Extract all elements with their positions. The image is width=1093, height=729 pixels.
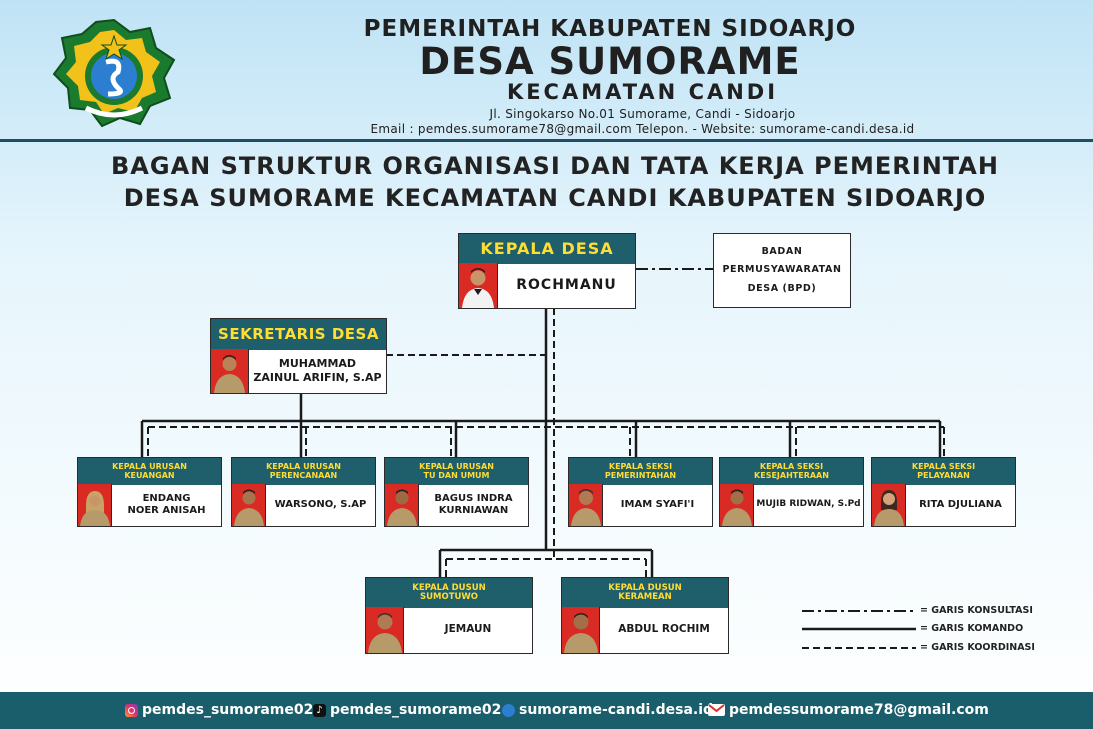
legend-komando: = GARIS KOMANDO bbox=[800, 622, 1090, 638]
node-name-line1: IMAM SYAFI'I bbox=[620, 498, 695, 510]
node-title: SEKRETARIS DESA bbox=[211, 319, 386, 350]
footer-bar: pemdes_sumorame02 ♪ pemdes_sumorame02 su… bbox=[0, 692, 1093, 729]
footer-email[interactable]: pemdessumorame78@gmail.com bbox=[708, 702, 989, 718]
portrait-photo-icon bbox=[385, 484, 419, 526]
chart-title-line1: BAGAN STRUKTUR ORGANISASI DAN TATA KERJA… bbox=[111, 152, 999, 180]
gmail-icon bbox=[708, 704, 725, 716]
node-name-line1: WARSONO, S.AP bbox=[274, 498, 367, 510]
village-logo-icon bbox=[502, 703, 515, 717]
footer-instagram-text: pemdes_sumorame02 bbox=[142, 702, 314, 718]
node-name-line2: KURNIAWAN bbox=[438, 505, 509, 516]
node-name-line1: RITA DJULIANA bbox=[919, 498, 1002, 510]
portrait-photo-icon bbox=[459, 263, 497, 308]
node-title-line1: KEPALA DUSUN bbox=[608, 583, 682, 594]
instagram-icon bbox=[125, 703, 138, 717]
header-divider bbox=[0, 139, 1093, 142]
node-name-line1: MUJIB RIDWAN, S.Pd bbox=[756, 499, 861, 510]
node-name-line2: NOER ANISAH bbox=[127, 505, 206, 516]
node-title: KEPALA DESA bbox=[459, 234, 635, 264]
node-kaur-keuangan: KEPALA URUSAN KEUANGAN ENDANG NOER ANISA… bbox=[77, 457, 222, 527]
node-title-line1: KEPALA URUSAN bbox=[419, 462, 494, 472]
header-village: DESA SUMORAME bbox=[419, 40, 801, 83]
chart-title-line2: DESA SUMORAME KECAMATAN CANDI KABUPATEN … bbox=[123, 184, 987, 212]
node-kadus-keramean: KEPALA DUSUN KERAMEAN ABDUL ROCHIM bbox=[561, 577, 729, 654]
header-contact: Email : pemdes.sumorame78@gmail.com Tele… bbox=[370, 122, 915, 136]
node-title-line1: KEPALA URUSAN bbox=[266, 462, 341, 472]
legend-label: = GARIS KONSULTASI bbox=[920, 605, 1033, 616]
portrait-photo-icon bbox=[211, 349, 248, 393]
node-name: ABDUL ROCHIM bbox=[599, 607, 728, 653]
node-sekretaris-desa: SEKRETARIS DESA MUHAMMAD ZAINUL ARIFIN, … bbox=[210, 318, 387, 394]
node-name-line1: ENDANG bbox=[142, 492, 191, 504]
node-title-line2: SUMOTUWO bbox=[419, 592, 478, 602]
footer-tiktok[interactable]: ♪ pemdes_sumorame02 bbox=[313, 702, 501, 718]
node-kasi-pelayanan: KEPALA SEKSI PELAYANAN RITA DJULIANA bbox=[871, 457, 1016, 527]
legend-label: = GARIS KOMANDO bbox=[920, 623, 1024, 634]
node-kaur-perencanaan: KEPALA URUSAN PERENCANAAN WARSONO, S.AP bbox=[231, 457, 376, 527]
node-title-line1: KEPALA SEKSI bbox=[759, 462, 824, 472]
legend-label: = GARIS KOORDINASI bbox=[920, 642, 1035, 653]
tiktok-icon: ♪ bbox=[313, 703, 326, 717]
letterhead: PEMERINTAH KABUPATEN SIDOARJO DESA SUMOR… bbox=[0, 0, 1093, 142]
node-kepala-desa: KEPALA DESA ROCHMANU bbox=[458, 233, 636, 309]
node-title-line2: PELAYANAN bbox=[917, 470, 970, 480]
node-title-line1: KEPALA URUSAN bbox=[112, 462, 187, 472]
portrait-photo-icon bbox=[720, 484, 754, 526]
node-name-line2: ZAINUL ARIFIN, S.AP bbox=[253, 371, 382, 384]
node-kasi-kesejahteraan: KEPALA SEKSI KESEJAHTERAAN MUJIB RIDWAN,… bbox=[719, 457, 864, 527]
node-kaur-tu-umum: KEPALA URUSAN TU DAN UMUM BAGUS INDRA KU… bbox=[384, 457, 529, 527]
footer-email-text: pemdessumorame78@gmail.com bbox=[729, 702, 989, 718]
node-title-line1: KEPALA SEKSI bbox=[911, 462, 976, 472]
footer-website-text: sumorame-candi.desa.id bbox=[519, 702, 714, 718]
node-kadus-sumotuwo: KEPALA DUSUN SUMOTUWO JEMAUN bbox=[365, 577, 533, 654]
node-title-line1: KEPALA SEKSI bbox=[608, 462, 673, 472]
portrait-photo-icon bbox=[872, 484, 906, 526]
node-title-line2: KESEJAHTERAAN bbox=[754, 470, 829, 480]
portrait-photo-icon bbox=[366, 607, 404, 653]
node-title-line2: KEUANGAN bbox=[124, 470, 175, 480]
node-name: JEMAUN bbox=[403, 607, 532, 653]
legend-koordinasi: = GARIS KOORDINASI bbox=[800, 641, 1090, 657]
header-address: Jl. Singokarso No.01 Sumorame, Candi - S… bbox=[489, 107, 796, 121]
node-name-line1: BAGUS INDRA bbox=[434, 492, 513, 504]
sidoarjo-emblem-icon bbox=[52, 18, 176, 128]
node-name: MUHAMMAD ZAINUL ARIFIN, S.AP bbox=[248, 349, 386, 393]
portrait-photo-icon bbox=[569, 484, 603, 526]
footer-instagram[interactable]: pemdes_sumorame02 bbox=[125, 702, 313, 718]
footer-website[interactable]: sumorame-candi.desa.id bbox=[502, 702, 713, 718]
portrait-photo-icon bbox=[232, 484, 266, 526]
node-title-line2: TU DAN UMUM bbox=[423, 470, 490, 480]
node-name-line1: MUHAMMAD bbox=[278, 357, 357, 371]
node-title-line2: PERENCANAAN bbox=[269, 470, 338, 480]
portrait-photo-icon bbox=[78, 484, 112, 526]
node-kasi-pemerintahan: KEPALA SEKSI PEMERINTAHAN IMAM SYAFI'I bbox=[568, 457, 713, 527]
node-title-line1: KEPALA DUSUN bbox=[412, 583, 486, 594]
header-regency: PEMERINTAH KABUPATEN SIDOARJO bbox=[363, 16, 857, 42]
node-title-line2: KERAMEAN bbox=[618, 592, 672, 602]
node-bpd: BADAN PERMUSYAWARATAN DESA (BPD) bbox=[713, 233, 851, 308]
legend-konsultasi: = GARIS KONSULTASI bbox=[800, 604, 1090, 620]
node-title-line2: PEMERINTAHAN bbox=[604, 470, 677, 480]
node-name: ROCHMANU bbox=[497, 263, 635, 308]
header-district: KECAMATAN CANDI bbox=[506, 80, 779, 104]
footer-tiktok-text: pemdes_sumorame02 bbox=[330, 702, 502, 718]
portrait-photo-icon bbox=[562, 607, 600, 653]
